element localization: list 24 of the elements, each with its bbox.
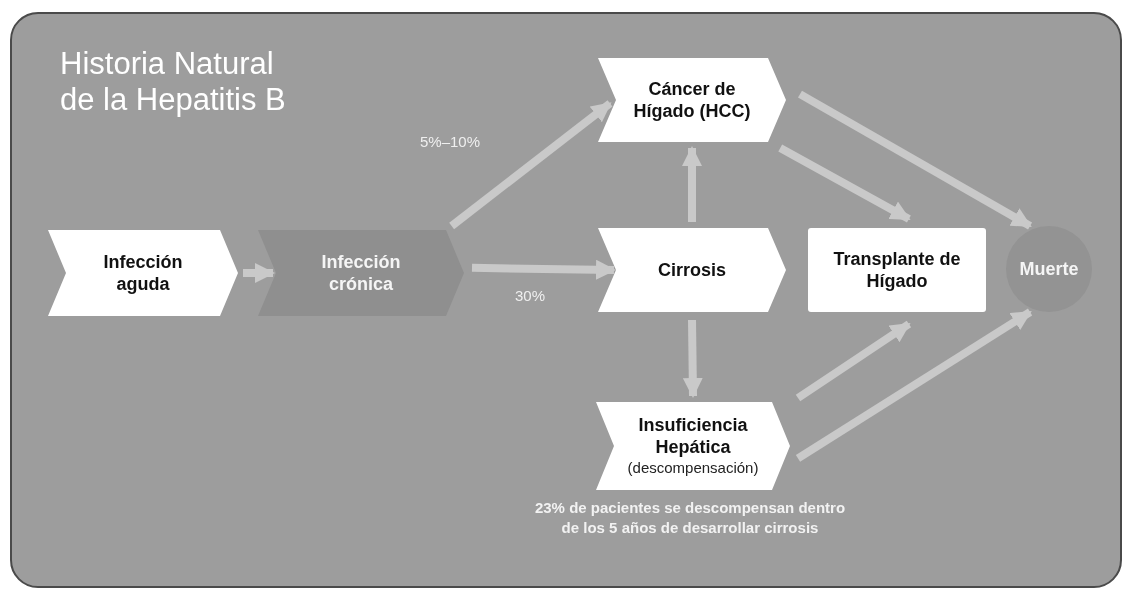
arrow [243,263,275,283]
node-label: Cáncer de Hígado (HCC) [632,78,752,122]
process-chevron [258,230,464,316]
process-box [808,228,986,312]
node-label: Cirrosis [657,259,727,281]
note-text: 23% de pacientes se descompensan dentro de los 5 años de desarrollar cirrosis [533,498,847,538]
arrow [471,259,616,280]
arrow [682,319,703,398]
arrow [798,90,1033,230]
process-chevron [48,230,238,316]
node-label: Transplante de Hígado [832,248,962,292]
arrow [795,308,1033,462]
node-label: Infección crónica [320,251,402,295]
edge-label: 30% [515,287,546,304]
arrow [795,320,912,402]
node-label: Infección aguda [102,251,184,295]
arrow [778,144,911,223]
node-label: Insuficiencia Hepática [637,414,749,458]
node-label: Muerte [1018,258,1080,280]
edge-label: 5%–10% [420,133,481,150]
diagram-title: Historia Natural de la Hepatitis B [60,46,287,118]
arrow [449,100,613,230]
process-chevron [596,402,790,490]
node-sublabel: (descompensación) [627,458,759,478]
